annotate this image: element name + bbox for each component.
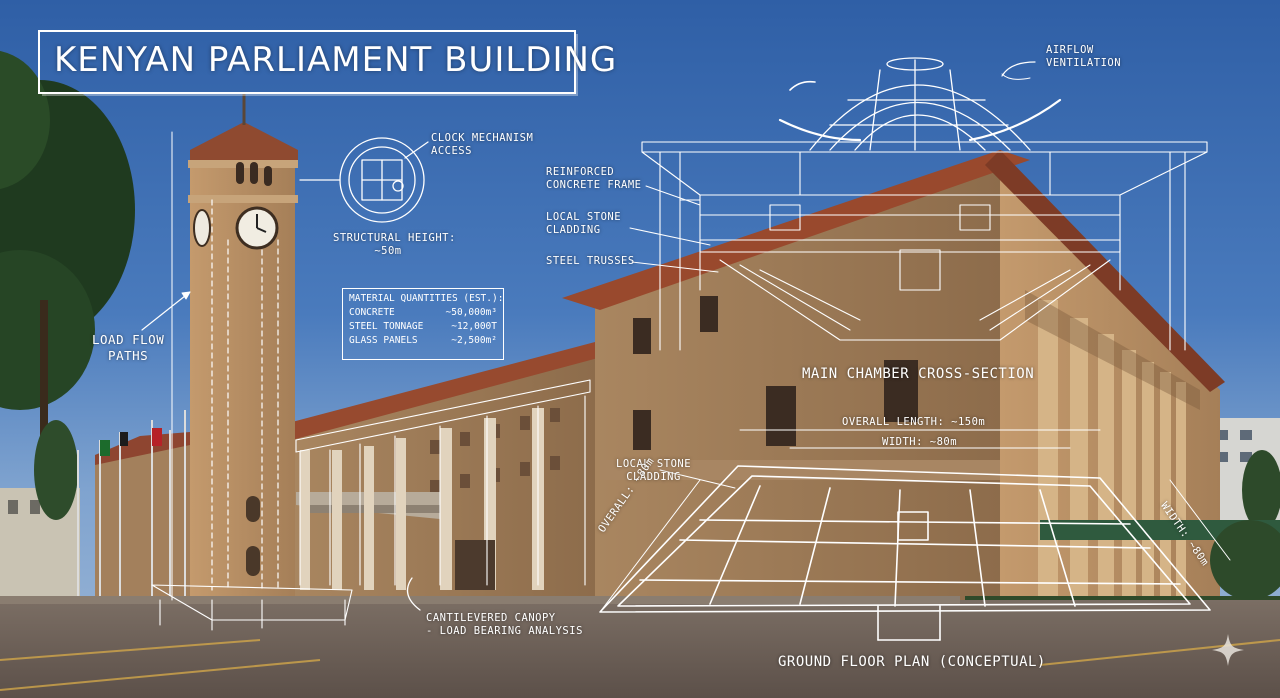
local-stone-lower-label: LOCAL STONE CLADDING	[616, 458, 691, 484]
load-flow-arrows	[211, 199, 279, 591]
material-row-concrete: CONCRETE ~50,000m³	[349, 307, 497, 318]
flags	[100, 428, 162, 456]
material-label: GLASS PANELS	[349, 335, 418, 346]
canopy-line1: CANTILEVERED CANOPY	[426, 612, 556, 624]
local-stone-lower-line2: CLADDING	[626, 471, 681, 484]
reinforced-frame-label: REINFORCED CONCRETE FRAME	[546, 166, 642, 192]
structural-height-label: STRUCTURAL HEIGHT: ~50m	[333, 232, 456, 258]
clock-mechanism-line1: CLOCK MECHANISM	[431, 132, 534, 144]
material-value: ~12,000T	[451, 321, 497, 332]
material-row-glass: GLASS PANELS ~2,500m²	[349, 335, 497, 346]
page-title: KENYAN PARLIAMENT BUILDING	[54, 40, 618, 80]
steel-trusses-label: STEEL TRUSSES	[546, 255, 635, 267]
load-flow-label: LOAD FLOW PATHS	[92, 332, 164, 363]
reinforced-frame-line1: REINFORCED	[546, 166, 615, 178]
clock-mechanism-line2: ACCESS	[431, 145, 472, 158]
width-top-label: WIDTH: ~80m	[882, 436, 958, 448]
load-flow-line2: PATHS	[108, 347, 149, 363]
trees	[0, 50, 1280, 530]
local-stone-upper-label: LOCAL STONE CLADDING	[546, 211, 621, 237]
canopy-callout	[406, 577, 421, 611]
material-quantities-box: MATERIAL QUANTITIES (EST.): CONCRETE ~50…	[342, 288, 504, 360]
floor-plan-dimensions	[599, 429, 1231, 613]
clock-mechanism-diagram	[299, 137, 429, 223]
structural-height-line2: ~50m	[374, 245, 402, 258]
reinforced-frame-line2: CONCRETE FRAME	[546, 179, 642, 192]
cross-section-frame	[641, 141, 1208, 351]
airflow-arrow	[1001, 61, 1036, 77]
structural-height-line1: STRUCTURAL HEIGHT:	[333, 232, 456, 244]
main-chamber-label: MAIN CHAMBER CROSS-SECTION	[802, 366, 1035, 382]
airflow-line1: AIRFLOW	[1046, 44, 1094, 56]
road-lines	[0, 639, 1280, 691]
dome-sketch	[778, 57, 1062, 151]
overall-length-label: OVERALL LENGTH: ~150m	[842, 416, 986, 428]
local-stone-lower-line1: LOCAL STONE	[616, 458, 692, 470]
material-label: CONCRETE	[349, 307, 395, 318]
left-low-wing	[95, 432, 190, 600]
load-flow-callout	[141, 291, 191, 331]
pavement	[0, 600, 1280, 698]
material-label: STEEL TONNAGE	[349, 321, 424, 332]
material-value: ~2,500m²	[451, 335, 497, 346]
sparkle-icon	[1212, 634, 1244, 666]
material-quantities-title: MATERIAL QUANTITIES (EST.):	[349, 293, 504, 304]
colonnade-sketch	[151, 379, 591, 631]
airflow-label: AIRFLOW VENTILATION	[1046, 44, 1121, 70]
ground-floor-plan	[599, 465, 1211, 641]
canopy-label: CANTILEVERED CANOPY - LOAD BEARING ANALY…	[426, 612, 583, 638]
cross-section-leaders	[629, 73, 1031, 273]
ground-floor-label: GROUND FLOOR PLAN (CONCEPTUAL)	[778, 654, 1046, 670]
airflow-line2: VENTILATION	[1046, 57, 1122, 70]
local-stone-upper-line2: CLADDING	[546, 224, 601, 237]
flagpoles	[77, 410, 186, 600]
load-flow-line1: LOAD FLOW	[92, 332, 165, 347]
material-row-steel: STEEL TONNAGE ~12,000T	[349, 321, 497, 332]
title-frame	[38, 30, 576, 94]
local-stone-upper-line1: LOCAL STONE	[546, 211, 622, 223]
clock-mechanism-label: CLOCK MECHANISM ACCESS	[431, 132, 533, 158]
canopy-line2: - LOAD BEARING ANALYSIS	[426, 625, 583, 638]
material-value: ~50,000m³	[445, 307, 497, 318]
